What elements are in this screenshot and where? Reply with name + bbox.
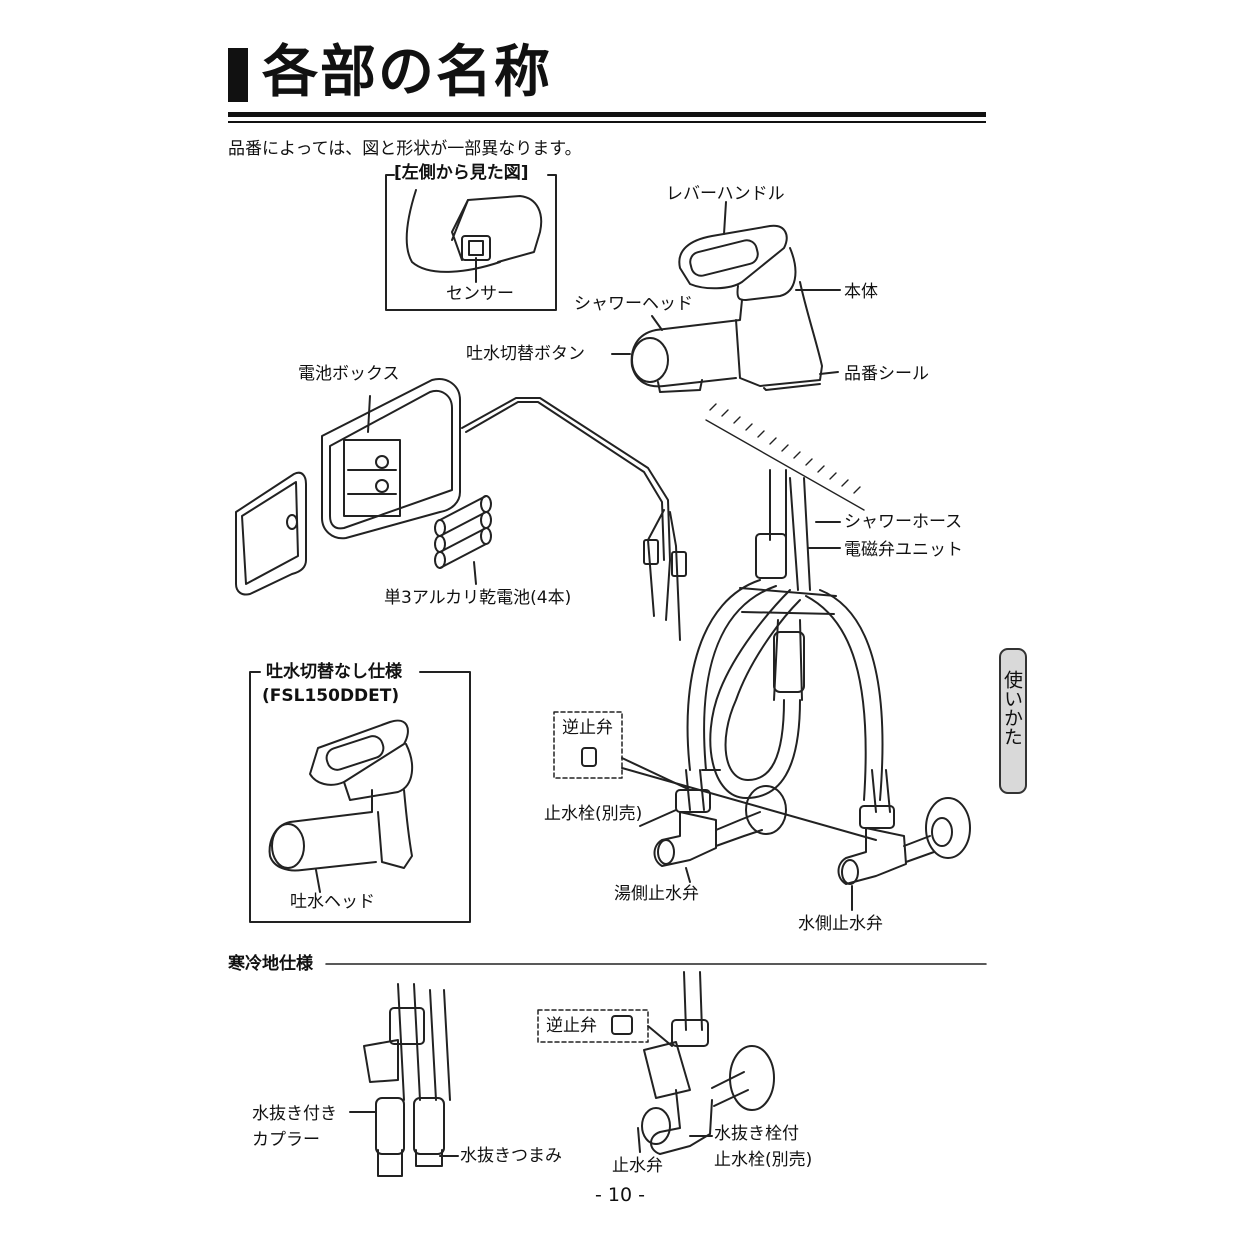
cold-stop-valve-label: 止水弁	[612, 1156, 663, 1176]
hot-side-valve-label: 湯側止水弁	[614, 884, 699, 904]
check-valve-label: 逆止弁	[562, 718, 613, 738]
model-seal-label: 品番シール	[844, 364, 929, 384]
spout-head-label: 吐水ヘッド	[290, 892, 375, 912]
lever-handle-label: レバーハンドル	[666, 184, 785, 204]
battery-box	[321, 378, 461, 540]
left-view-heading: [左側から見た図]	[394, 163, 529, 183]
title-rule-thin	[228, 121, 986, 123]
battery-cover	[235, 471, 307, 596]
batteries-label: 単3アルカリ乾電池(4本)	[384, 588, 572, 608]
shower-head-label: シャワーヘッド	[574, 294, 693, 314]
drain-stopcock-label-2: 止水栓(別売)	[714, 1150, 813, 1170]
battery-box-label: 電池ボックス	[298, 364, 400, 384]
faucet-main	[611, 201, 841, 393]
body-label: 本体	[844, 282, 878, 302]
title-rule	[228, 112, 986, 117]
drain-knob-label: 水抜きつまみ	[460, 1146, 562, 1166]
solenoid-unit-label: 電磁弁ユニット	[844, 540, 963, 560]
cold-region-stopcock	[537, 971, 775, 1155]
switch-button-label: 吐水切替ボタン	[466, 344, 585, 364]
page-number: - 10 -	[595, 1184, 645, 1206]
shower-hose-assembly	[686, 469, 884, 801]
cold-region-heading: 寒冷地仕様	[228, 954, 313, 974]
stop-valve-label: 止水栓(別売)	[544, 804, 643, 824]
sensor-label: センサー	[446, 284, 514, 304]
shower-hose-label: シャワーホース	[844, 512, 963, 532]
no-switch-inset	[249, 671, 471, 923]
no-switch-model: (FSL150DDET)	[262, 686, 400, 706]
cold-check-valve-label: 逆止弁	[546, 1016, 597, 1036]
aa-batteries	[434, 495, 492, 585]
stop-valves	[653, 769, 971, 911]
cold-region-coupler	[349, 983, 459, 1177]
page-title: 各部の名称	[262, 40, 552, 105]
title-bar-mark	[228, 48, 248, 102]
no-switch-heading: 吐水切替なし仕様	[266, 662, 402, 682]
check-valve-callout	[553, 711, 877, 841]
section-tab: 使いかた	[999, 648, 1027, 794]
left-view-inset	[385, 174, 557, 311]
model-note: 品番によっては、図と形状が一部異なります。	[228, 139, 582, 159]
counter-section	[705, 403, 865, 511]
drain-coupler-label-1: 水抜き付き	[252, 1104, 337, 1124]
drain-stopcock-label-1: 水抜き栓付	[714, 1124, 799, 1144]
cold-side-valve-label: 水側止水弁	[798, 914, 883, 934]
drain-coupler-label-2: カプラー	[252, 1130, 320, 1150]
section-tab-label: 使いかた	[1001, 670, 1023, 746]
